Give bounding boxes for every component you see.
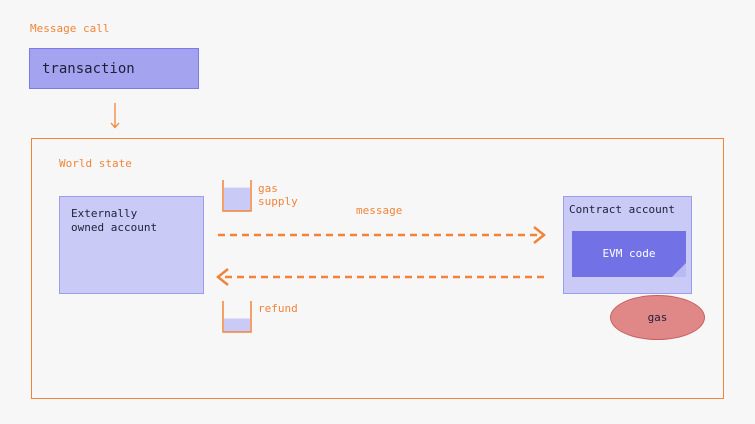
- transaction-box: transaction: [29, 48, 199, 89]
- message-label: message: [356, 204, 403, 217]
- world-state-label: World state: [59, 157, 132, 170]
- message-arrow-head: [533, 226, 547, 244]
- refund-label: refund: [258, 302, 298, 315]
- message-call-label: Message call: [30, 22, 110, 35]
- externally-owned-account-box: Externally owned account: [59, 196, 204, 294]
- gas-supply-gauge-icon: [222, 180, 252, 212]
- down-arrow-icon: [110, 103, 120, 129]
- contract-account-label: Contract account: [569, 203, 675, 216]
- evm-code-box: EVM code: [572, 231, 686, 277]
- gas-bubble: gas: [610, 295, 705, 340]
- refund-fill: [224, 318, 250, 332]
- return-arrow-head: [215, 268, 229, 286]
- refund-gauge-icon: [222, 301, 252, 333]
- world-state-container: [31, 138, 724, 399]
- gas-supply-label: gas supply: [258, 182, 298, 208]
- gas-supply-fill: [224, 187, 250, 211]
